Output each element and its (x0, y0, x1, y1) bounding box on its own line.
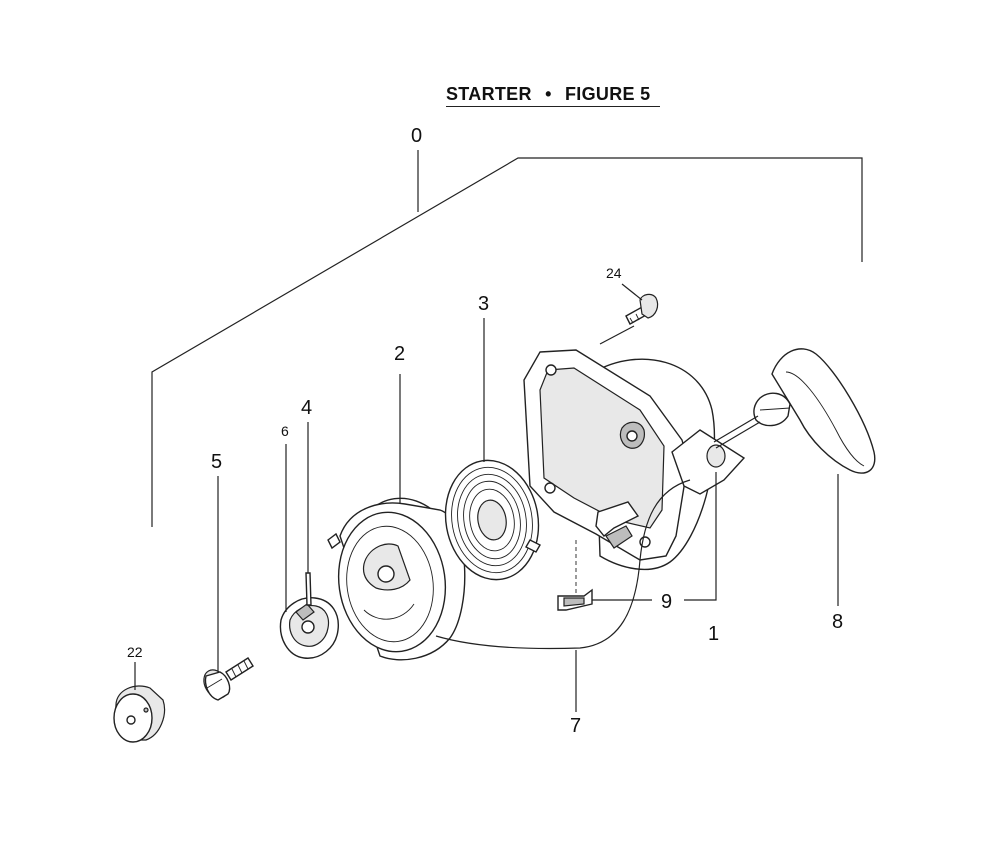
part-22-pulley-nut (113, 662, 166, 743)
callout-3: 3 (478, 293, 490, 315)
title-separator: • (545, 84, 552, 104)
callout-5: 5 (211, 451, 223, 473)
callout-24: 24 (606, 265, 622, 281)
part-24-bolt (621, 283, 659, 325)
title-figure: FIGURE 5 (565, 84, 651, 104)
callout-4: 4 (301, 397, 313, 419)
callout-7: 7 (570, 715, 582, 737)
callout-22: 22 (127, 644, 143, 660)
assembly-bracket-0 (151, 150, 863, 527)
figure-title: STARTER • FIGURE 5 (446, 84, 650, 105)
part-5-screw (203, 476, 254, 701)
callout-8: 8 (832, 611, 844, 633)
part-8-handle (713, 348, 876, 606)
title-underline (446, 106, 660, 107)
title-main: STARTER (446, 84, 532, 104)
callout-1: 1 (708, 623, 720, 645)
part-7-starter-rope (435, 479, 691, 712)
part-1-starter-case (523, 325, 746, 571)
part-9-rope-guide (557, 472, 717, 611)
callout-9: 9 (661, 591, 673, 613)
part-3-recoil-spring (444, 318, 541, 581)
part-4-6-pawl (279, 422, 339, 659)
part-2-pulley-reel (327, 374, 466, 661)
callout-0: 0 (411, 125, 423, 147)
callout-2: 2 (394, 343, 406, 365)
callout-6: 6 (281, 423, 289, 439)
